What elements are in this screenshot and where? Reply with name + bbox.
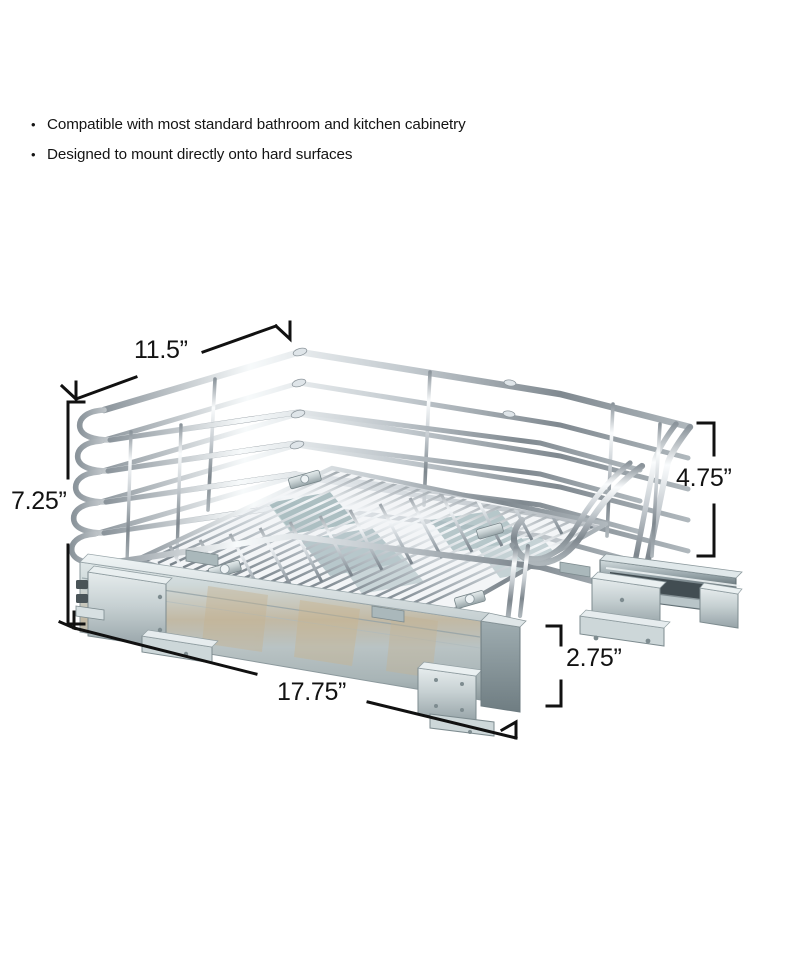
feature-bullet-list: Compatible with most standard bathroom a… <box>30 110 730 170</box>
basket-front-bottom-rail <box>99 532 643 597</box>
basket-right-end-posts <box>650 422 662 558</box>
dimension-label-height: 7.25” <box>11 487 67 515</box>
dimension-label-depth: 4.75” <box>676 464 732 492</box>
rail-clip-fittings <box>289 347 517 450</box>
dimension-line-depth <box>696 421 716 558</box>
dimension-annotations <box>58 320 716 740</box>
rail-to-basket-tabs <box>185 549 591 623</box>
wire-basket-body <box>68 347 694 639</box>
dimension-label-width: 11.5” <box>134 336 188 364</box>
dimension-line-length <box>58 610 518 740</box>
dimension-line-height <box>66 400 86 626</box>
basket-left-end-posts <box>125 423 183 565</box>
dimension-line-clearance <box>545 624 563 708</box>
right-foot-bracket <box>579 571 671 647</box>
dimension-label-length: 17.75” <box>277 678 347 706</box>
dimension-label-clearance: 2.75” <box>566 644 622 672</box>
dimension-line-width <box>59 320 292 403</box>
left-mounting-bracket <box>75 565 219 664</box>
basket-floor-mesh <box>133 465 609 639</box>
feature-bullet-item: Compatible with most standard bathroom a… <box>30 110 730 140</box>
feature-bullet-item: Designed to mount directly onto hard sur… <box>30 140 730 170</box>
basket-left-end-rails <box>68 407 303 567</box>
galvanized-slide-rail-assembly <box>75 549 743 737</box>
